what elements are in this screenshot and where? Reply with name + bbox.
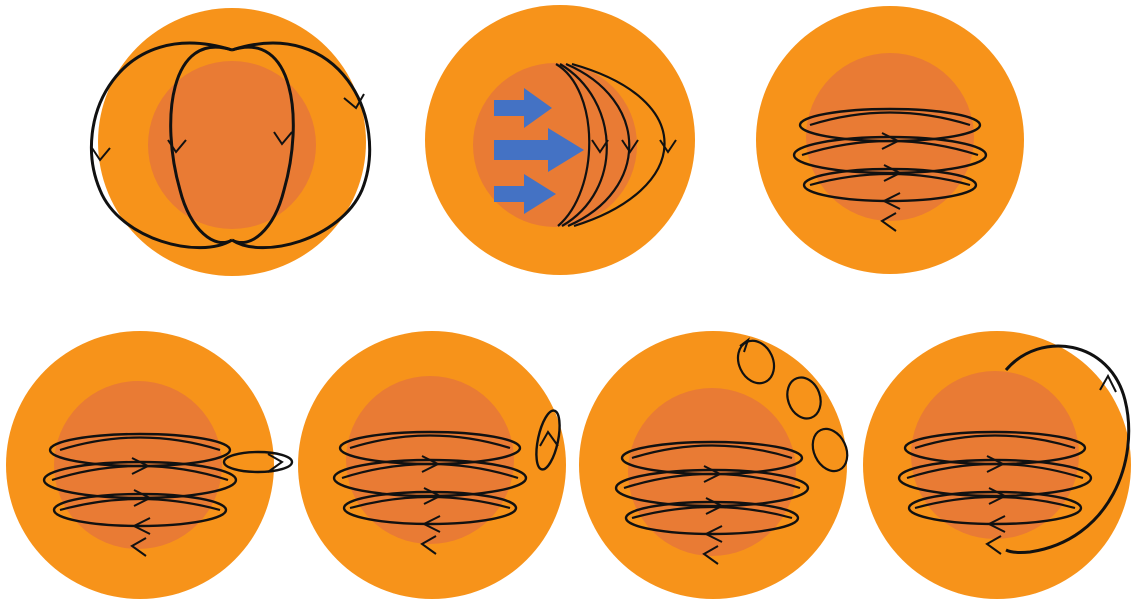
panel-multiple-small-loops	[579, 331, 854, 599]
panel-twisted-flux-loop	[298, 331, 566, 599]
star-core	[148, 61, 316, 229]
star-core	[911, 371, 1079, 539]
panel-dipole-field	[91, 8, 369, 276]
panel-reconnected-poloidal-loop	[863, 331, 1131, 599]
panel-toroidal-field	[756, 6, 1024, 274]
panel-flux-tube-emerging	[6, 331, 292, 599]
panel-differential-rotation	[425, 5, 695, 275]
